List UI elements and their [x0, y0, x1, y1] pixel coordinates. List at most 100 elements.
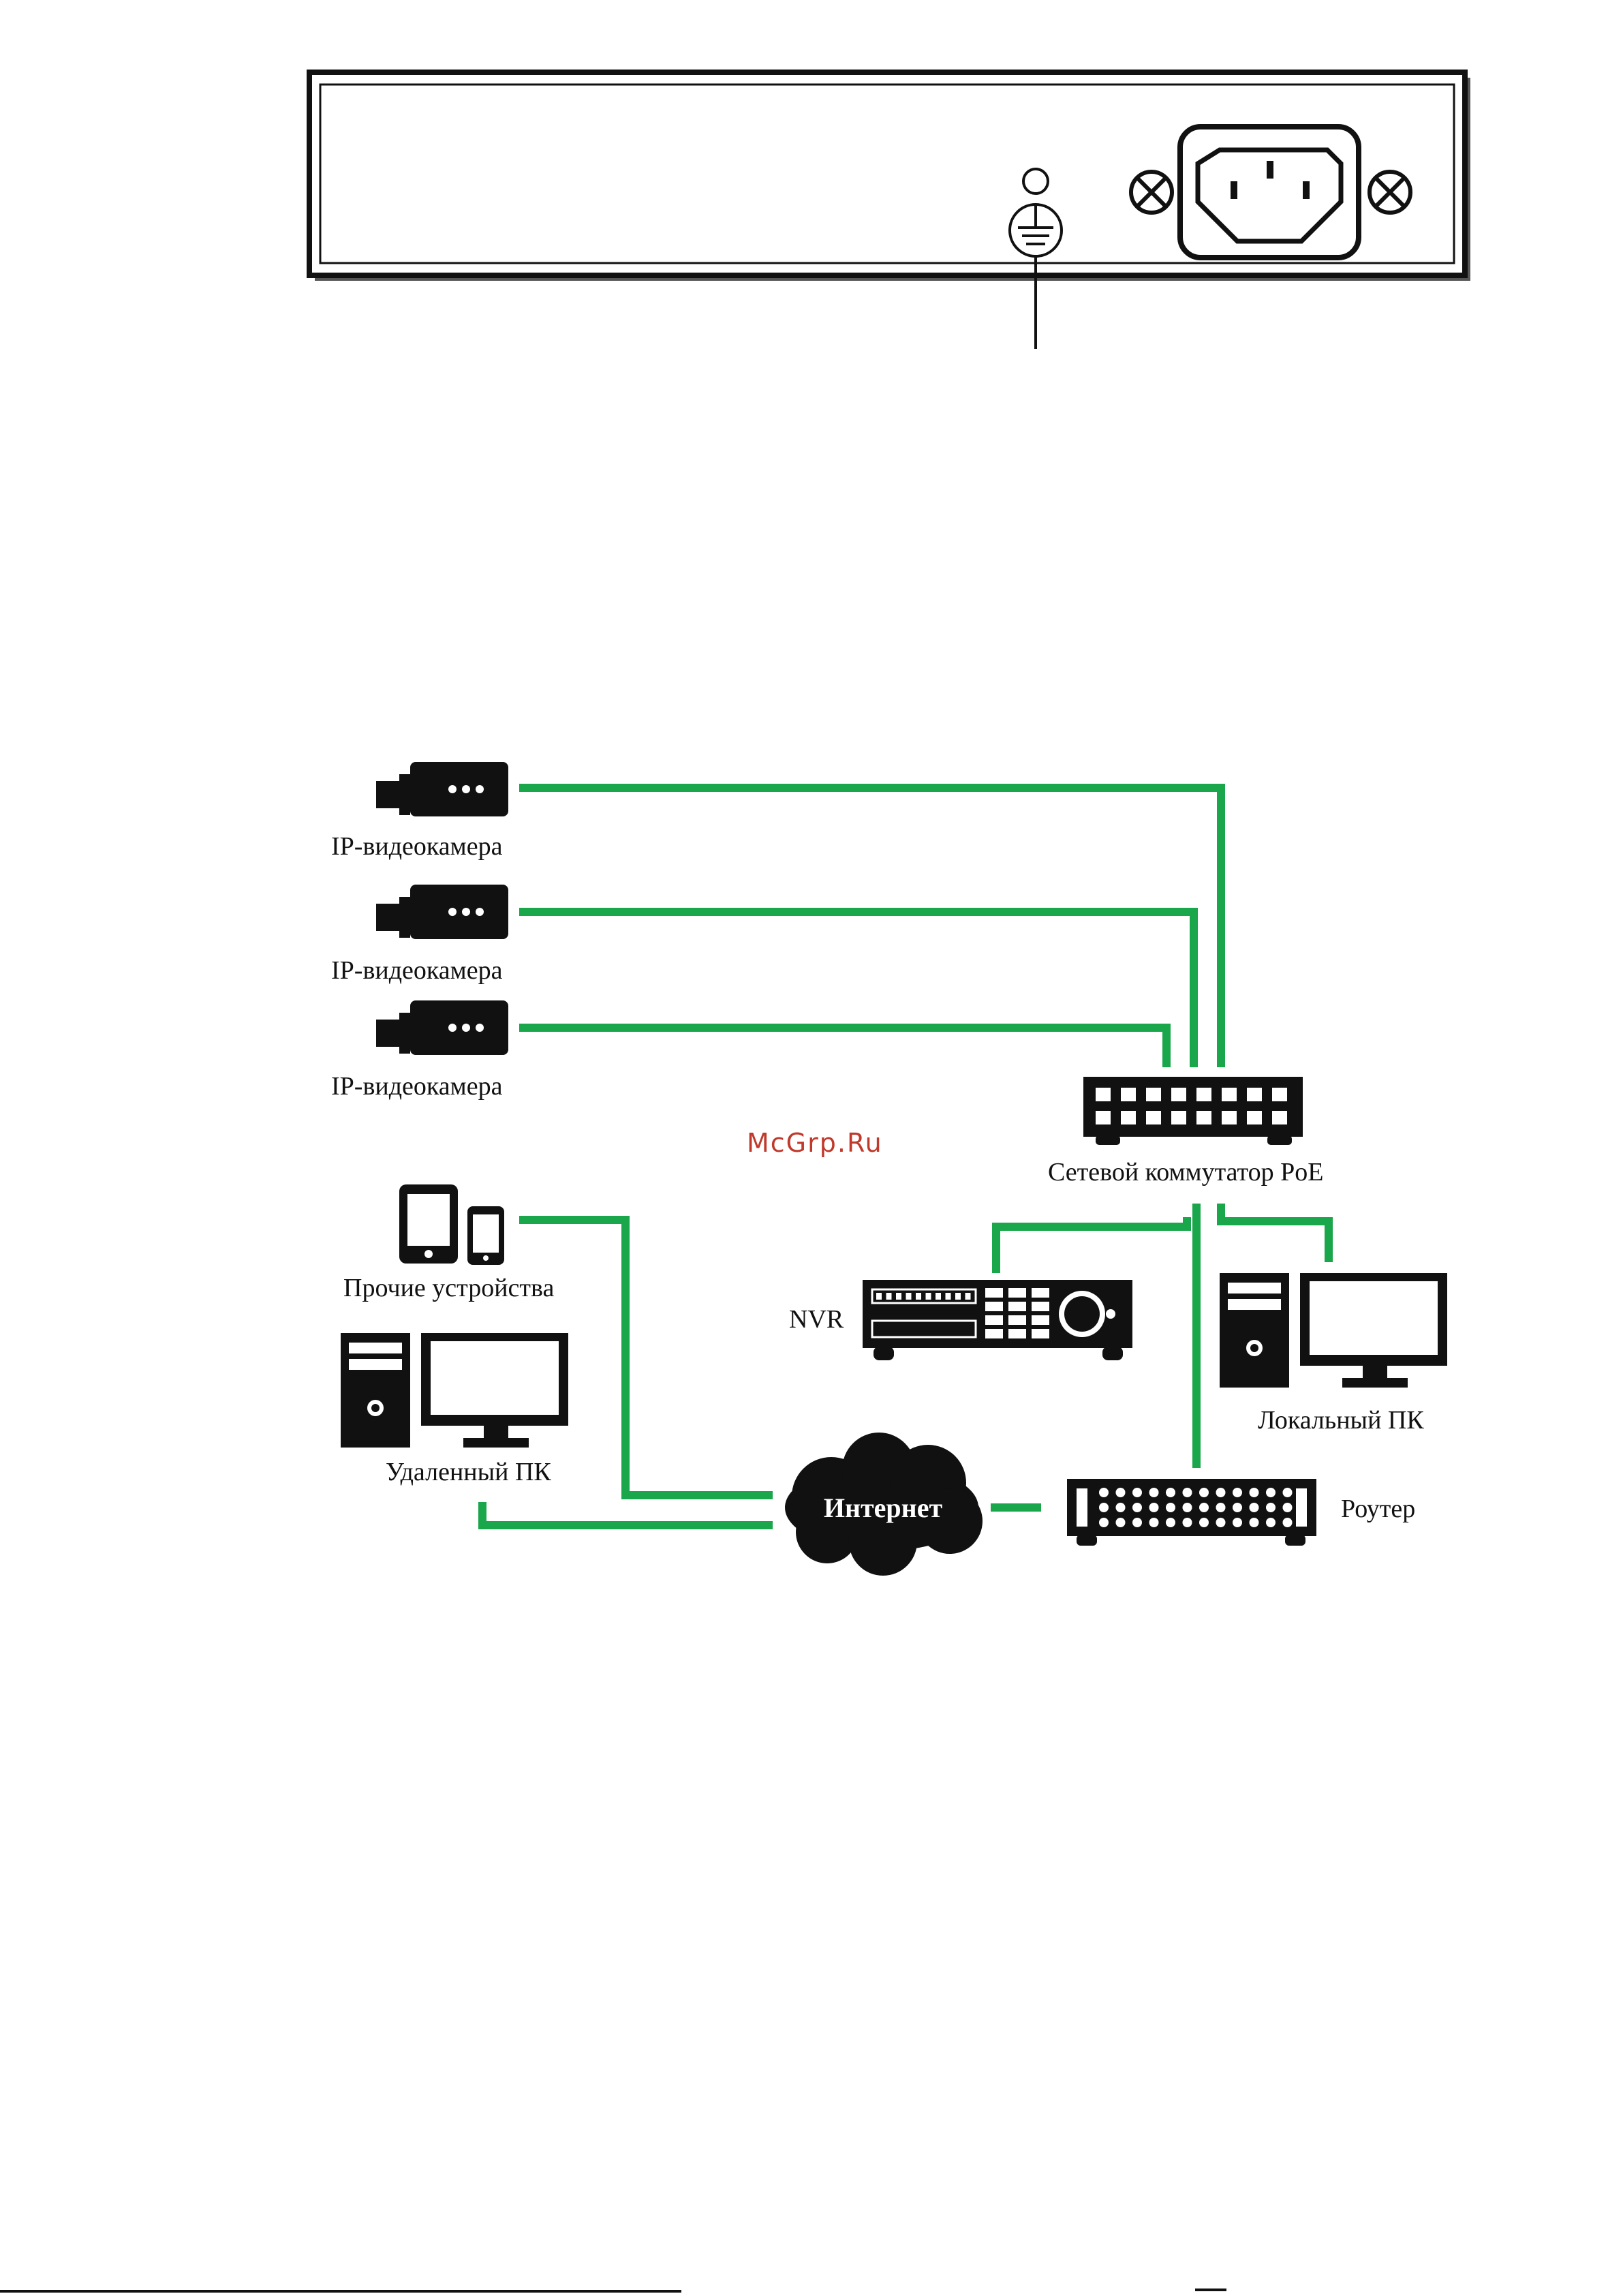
internet-label: Интернет: [824, 1493, 943, 1523]
switch-port: [1272, 1111, 1287, 1124]
other-devices-label: Прочие устройства: [343, 1274, 554, 1302]
router-led: [1183, 1488, 1192, 1497]
router-led: [1132, 1518, 1142, 1527]
nvr-key: [1032, 1302, 1049, 1311]
ip-camera-icon: [376, 1000, 508, 1055]
desktop-pc-icon: [1220, 1273, 1447, 1388]
nvr-key: [985, 1288, 1003, 1298]
cable-camera-2: [519, 912, 1194, 1067]
nvr-key: [1008, 1288, 1026, 1298]
router-led: [1099, 1488, 1109, 1497]
router-led: [1283, 1488, 1293, 1497]
router-led: [1116, 1488, 1126, 1497]
ip-camera-label: IP-видеокамера: [331, 1072, 503, 1101]
cable-camera-3: [519, 1028, 1166, 1067]
nvr-label: NVR: [789, 1305, 844, 1334]
switch-port: [1272, 1088, 1287, 1101]
cable-switch-local-pc: [1221, 1204, 1329, 1262]
nvr-key: [985, 1302, 1003, 1311]
nvr-led: [965, 1293, 971, 1300]
router-led: [1250, 1518, 1259, 1527]
switch-port: [1121, 1111, 1136, 1124]
ip-camera-icon: [376, 885, 508, 939]
poe-switch-label: Сетевой коммутатор PoE: [1048, 1158, 1323, 1187]
switch-port: [1096, 1111, 1111, 1124]
ip-camera-label: IP-видеокамера: [331, 832, 503, 861]
poe-switch-icon: [1083, 1077, 1303, 1145]
internet: Интернет: [785, 1433, 983, 1576]
switch-port: [1222, 1111, 1237, 1124]
router-led: [1166, 1518, 1175, 1527]
nvr-key: [1008, 1329, 1026, 1338]
router-led: [1283, 1503, 1293, 1512]
cables: [482, 788, 1329, 1525]
nvr-led: [926, 1293, 931, 1300]
nvr-led: [955, 1293, 961, 1300]
router-led: [1233, 1488, 1242, 1497]
nvr-led: [876, 1293, 882, 1300]
nvr-key: [1032, 1288, 1049, 1298]
router-led: [1199, 1503, 1209, 1512]
ip-camera-1: IP-видеокамера: [331, 762, 508, 861]
router-led: [1099, 1503, 1109, 1512]
nvr-key: [1032, 1315, 1049, 1325]
router-led: [1250, 1488, 1259, 1497]
tablet-phone-icon: [399, 1184, 504, 1265]
router-led: [1233, 1503, 1242, 1512]
switch-port: [1247, 1111, 1262, 1124]
router: Роутер: [1067, 1479, 1415, 1546]
router-led: [1266, 1503, 1276, 1512]
rear-panel-body: [309, 72, 1465, 275]
nvr-led: [886, 1293, 892, 1300]
router-led: [1166, 1488, 1175, 1497]
local-pc: Локальный ПК: [1220, 1273, 1447, 1435]
cable-switch-nvr: [996, 1217, 1187, 1273]
switch-port: [1222, 1088, 1237, 1101]
remote-pc-label: Удаленный ПК: [386, 1458, 551, 1486]
router-led: [1149, 1488, 1159, 1497]
router-led: [1149, 1503, 1159, 1512]
nvr-led: [906, 1293, 912, 1300]
router-led: [1116, 1503, 1126, 1512]
router-label: Роутер: [1341, 1495, 1415, 1523]
router-led: [1266, 1518, 1276, 1527]
router-icon: [1067, 1479, 1316, 1546]
nvr-led: [896, 1293, 901, 1300]
other-devices: Прочие устройства: [343, 1184, 554, 1302]
switch-port: [1171, 1088, 1186, 1101]
switch-port: [1171, 1111, 1186, 1124]
rear-panel: [309, 72, 1470, 349]
router-led: [1199, 1518, 1209, 1527]
router-led: [1199, 1488, 1209, 1497]
nvr-led: [916, 1293, 921, 1300]
router-led: [1183, 1518, 1192, 1527]
router-led: [1266, 1488, 1276, 1497]
switch-port: [1096, 1088, 1111, 1101]
router-led: [1216, 1488, 1226, 1497]
nvr-led: [946, 1293, 951, 1300]
router-led: [1099, 1518, 1109, 1527]
router-led: [1116, 1518, 1126, 1527]
nvr-key: [1008, 1302, 1026, 1311]
cable-remote-pc: [482, 1502, 773, 1525]
nvr-key: [1008, 1315, 1026, 1325]
router-led: [1216, 1518, 1226, 1527]
local-pc-label: Локальный ПК: [1258, 1406, 1424, 1435]
router-led: [1166, 1503, 1175, 1512]
ip-camera-label: IP-видеокамера: [331, 956, 503, 985]
nvr: NVR: [789, 1280, 1132, 1360]
router-led: [1233, 1518, 1242, 1527]
switch-port: [1146, 1111, 1161, 1124]
watermark: McGrp.Ru: [747, 1128, 883, 1158]
nvr-key: [985, 1329, 1003, 1338]
switch-port: [1121, 1088, 1136, 1101]
router-led: [1283, 1518, 1293, 1527]
router-led: [1132, 1503, 1142, 1512]
ip-camera-icon: [376, 762, 508, 816]
switch-port: [1247, 1088, 1262, 1101]
nvr-led: [936, 1293, 941, 1300]
nvr-key: [1032, 1329, 1049, 1338]
nvr-key: [985, 1315, 1003, 1325]
desktop-pc-icon: [341, 1333, 568, 1448]
